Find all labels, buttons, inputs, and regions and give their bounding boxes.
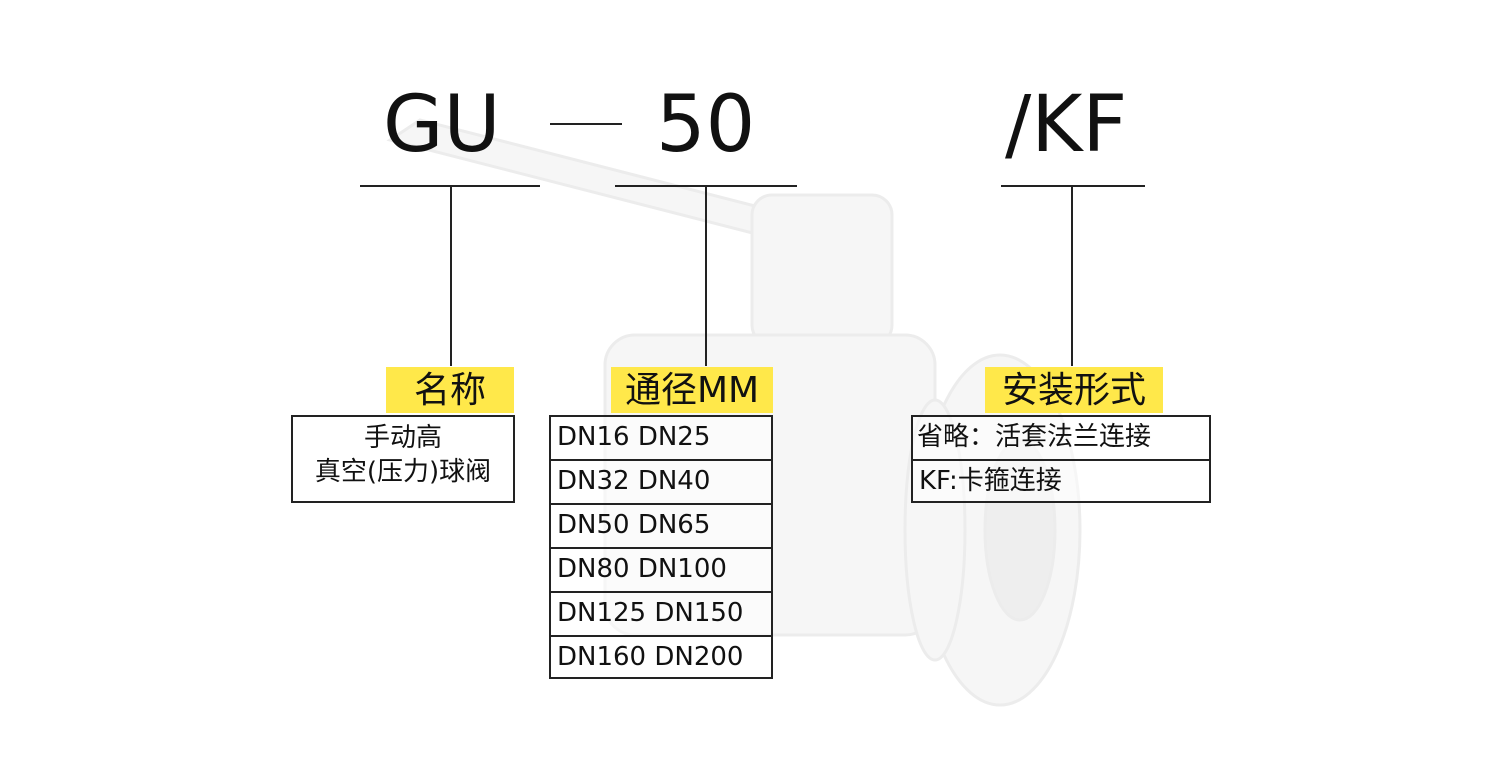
code-dash — [550, 123, 622, 125]
connector-name — [450, 186, 452, 366]
name-box: 手动高 真空(压力)球阀 — [291, 415, 515, 503]
name-line-1: 手动高 — [363, 423, 442, 453]
name-line-2: 真空(压力)球阀 — [314, 457, 492, 487]
diameter-row: DN32 DN40 — [549, 459, 773, 505]
connector-install — [1071, 186, 1073, 366]
code-part-kf: /KF — [1005, 80, 1128, 170]
diameter-row: DN160 DN200 — [549, 635, 773, 679]
name-label: 名称 — [386, 367, 514, 413]
code-part-gu: GU — [383, 80, 501, 170]
underline-kf — [1001, 185, 1145, 187]
install-label: 安装形式 — [985, 367, 1163, 413]
connector-diameter — [705, 186, 707, 366]
diameter-row: DN125 DN150 — [549, 591, 773, 637]
install-row: KF:卡箍连接 — [911, 459, 1211, 503]
diameter-row: DN80 DN100 — [549, 547, 773, 593]
code-part-50: 50 — [656, 80, 756, 170]
diameter-row: DN50 DN65 — [549, 503, 773, 549]
install-row: 省略：活套法兰连接 — [911, 415, 1211, 461]
diameter-row: DN16 DN25 — [549, 415, 773, 461]
diameter-label: 通径MM — [611, 367, 773, 413]
